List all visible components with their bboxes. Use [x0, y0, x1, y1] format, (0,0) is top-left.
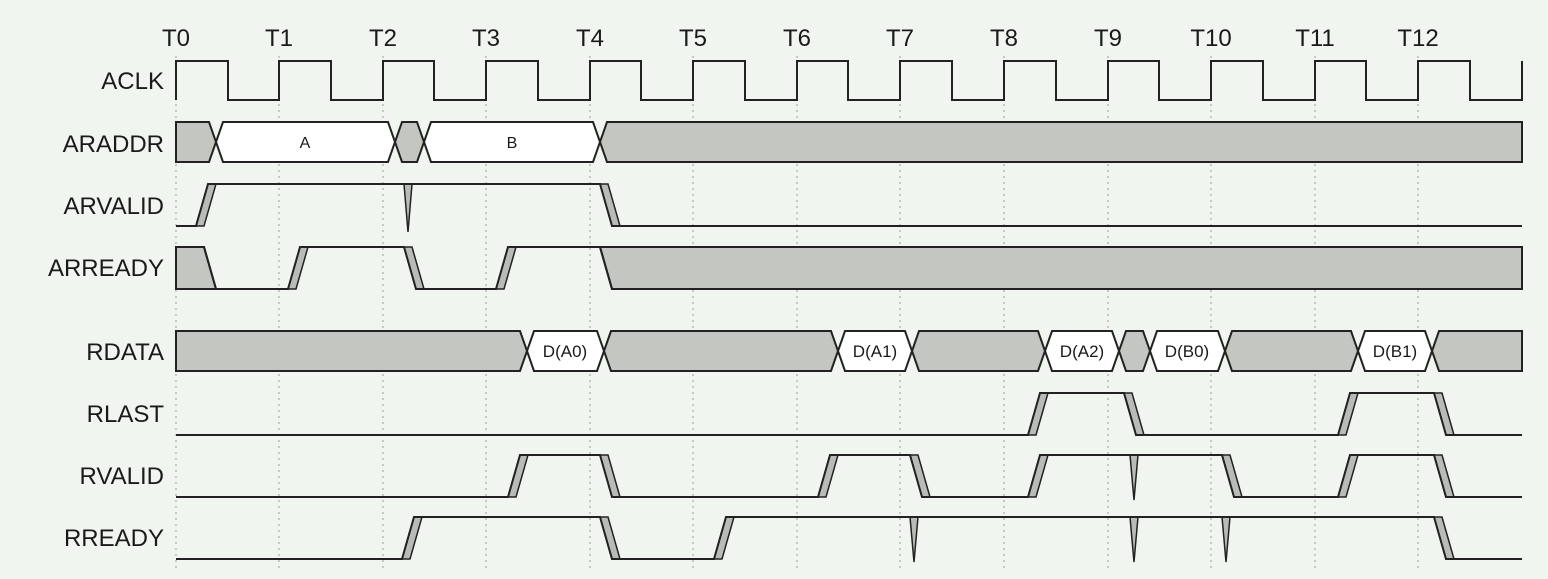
rdata-value-a0: D(A0) [543, 342, 587, 361]
signal-label-rdata: RDATA [86, 339, 164, 366]
tick-label-t7: T7 [886, 25, 914, 52]
rdata-waveform: D(A0) D(A1) D(A2) D(B0) D(B1) [175, 330, 1523, 372]
signal-label-arready: ARREADY [48, 255, 164, 282]
signal-labels: ACLK ARADDR ARVALID ARREADY RDATA RLAST … [48, 68, 164, 552]
tick-label-t4: T4 [576, 25, 604, 52]
rready-waveform [176, 516, 1522, 563]
rvalid-waveform [176, 454, 1522, 501]
tick-label-t6: T6 [783, 25, 811, 52]
tick-label-t12: T12 [1397, 25, 1438, 52]
arvalid-waveform [176, 183, 1522, 233]
tick-label-t11: T11 [1295, 25, 1335, 52]
tick-label-t5: T5 [679, 25, 707, 52]
rlast-waveform [176, 392, 1522, 436]
tick-label-t8: T8 [990, 25, 1018, 52]
araddr-value-a: A [300, 135, 311, 152]
aclk-waveform [175, 60, 1523, 101]
rdata-value-a2: D(A2) [1060, 342, 1104, 361]
tick-label-t9: T9 [1094, 25, 1122, 52]
signal-label-rvalid: RVALID [80, 463, 164, 490]
rdata-value-b0: D(B0) [1165, 342, 1209, 361]
rdata-value-a1: D(A1) [853, 342, 897, 361]
signal-label-araddr: ARADDR [63, 131, 164, 158]
tick-label-t1: T1 [265, 25, 293, 52]
tick-label-t2: T2 [369, 25, 397, 52]
signal-label-rlast: RLAST [87, 401, 165, 428]
signal-label-arvalid: ARVALID [64, 193, 165, 220]
araddr-value-b: B [507, 135, 518, 152]
araddr-waveform: A B [175, 121, 1523, 163]
rdata-value-b1: D(B1) [1373, 342, 1417, 361]
arready-waveform [175, 246, 1523, 290]
tick-label-t3: T3 [472, 25, 500, 52]
tick-label-t0: T0 [162, 25, 190, 52]
signal-label-rready: RREADY [64, 525, 164, 552]
signal-label-aclk: ACLK [101, 68, 164, 95]
clock-tick-labels: T0 T1 T2 T3 T4 T5 T6 T7 T8 T9 T10 T11 T1… [162, 25, 1439, 52]
tick-label-t10: T10 [1190, 25, 1231, 52]
